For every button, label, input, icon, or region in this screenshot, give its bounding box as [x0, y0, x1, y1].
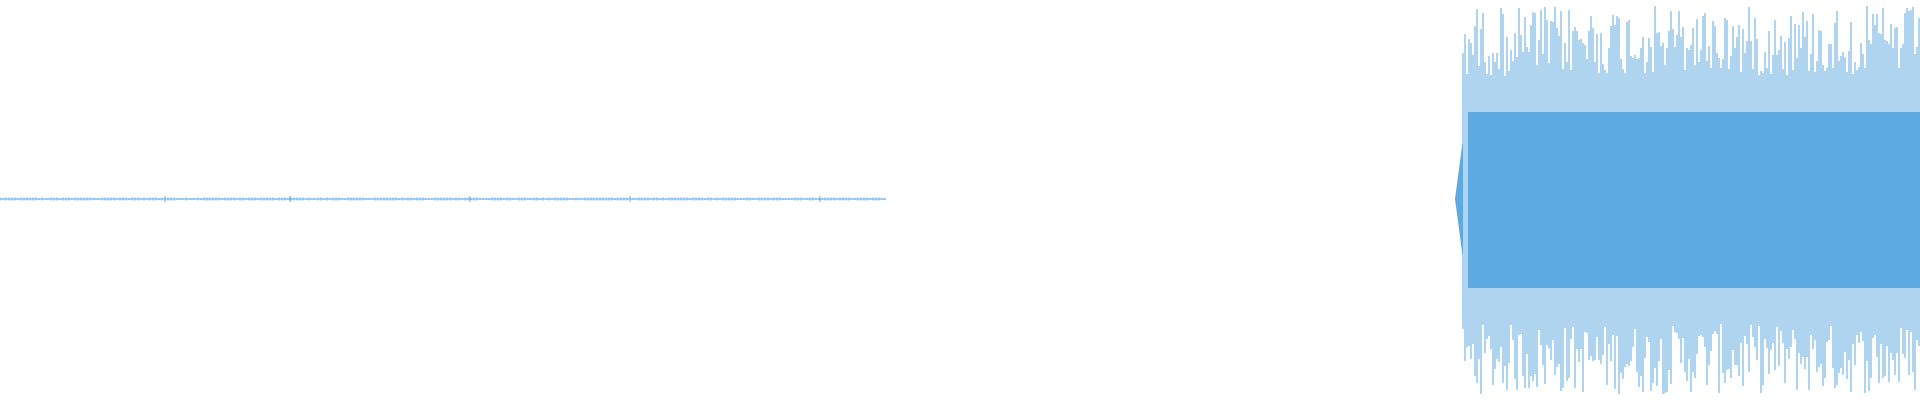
waveform-quiet-ticks — [0, 196, 886, 202]
waveform-loud-body — [1468, 112, 1920, 288]
waveform-onset — [1455, 139, 1463, 259]
waveform-loud-spikes — [1455, 6, 1920, 394]
